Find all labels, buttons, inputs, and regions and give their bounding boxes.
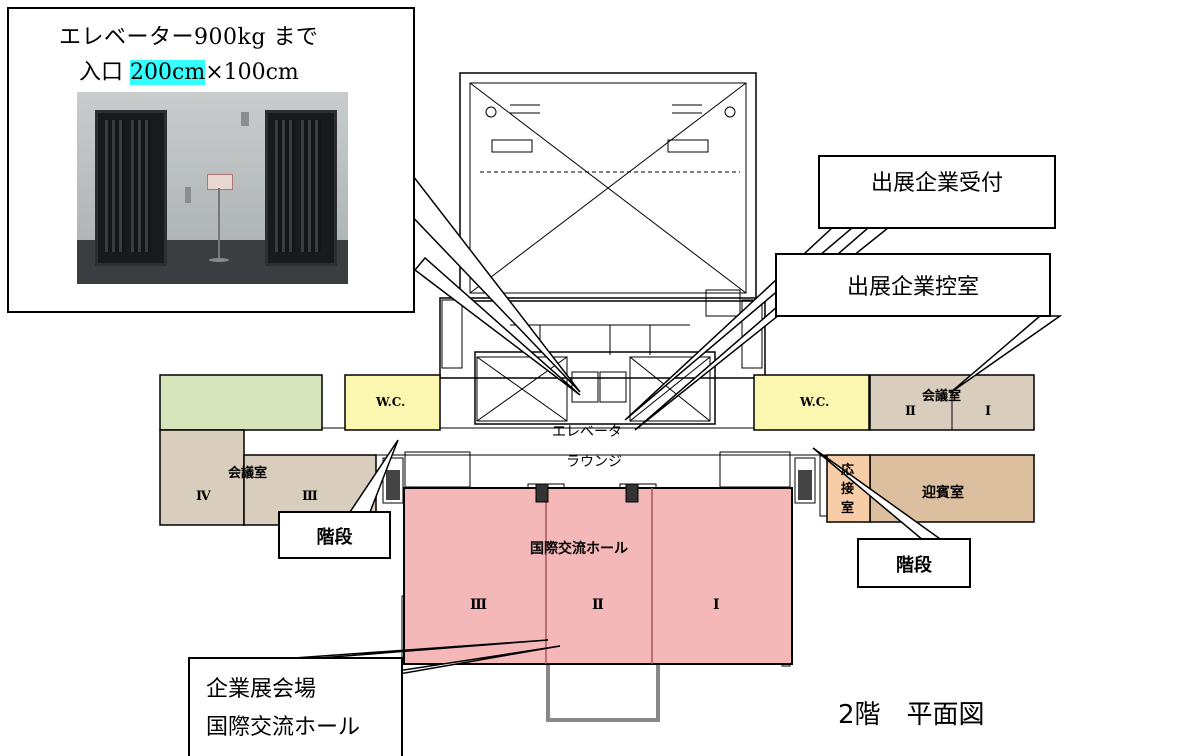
conference-left-iii-label: Ⅲ	[302, 489, 318, 504]
entrance-prefix: 入口	[79, 60, 130, 85]
conference-right-label: 会議室	[922, 389, 962, 404]
guest-room-label: 迎賓室	[922, 485, 964, 501]
entrance-suffix: ×100cm	[205, 60, 299, 85]
reception-room-label-2: 接	[841, 482, 855, 497]
elevator-label: エレベータ	[552, 424, 622, 440]
elevator-photo	[77, 92, 348, 284]
conference-room-iv	[159, 429, 245, 526]
upper-hall-outline	[459, 72, 757, 302]
stairs-right-callout: 階段	[857, 538, 971, 588]
venue-line-1: 企業展会場	[206, 677, 317, 702]
wc-left	[344, 374, 441, 431]
conference-left-label: 会議室	[228, 466, 268, 481]
hall-i-label: Ⅰ	[713, 597, 720, 613]
wc-left-label: W.C.	[376, 395, 406, 409]
venue-line-2: 国際交流ホール	[206, 715, 361, 740]
conference-right-ii-label: Ⅱ	[905, 404, 916, 419]
hall-ii-label: Ⅱ	[592, 597, 604, 613]
stairs-left-callout: 階段	[278, 511, 391, 559]
conference-left-iv-label: Ⅳ	[196, 489, 211, 504]
floor-plan-title: 2階 平面図	[838, 700, 985, 730]
exhibitor-waiting-label: 出展企業控室	[846, 275, 979, 300]
reception-room-label-3: 室	[841, 501, 855, 516]
wc-right	[753, 374, 870, 431]
exhibitor-reception-callout: 出展企業受付	[818, 155, 1056, 229]
exhibitor-reception-label: 出展企業受付	[870, 171, 1003, 196]
entrance-width-highlight: 200cm	[130, 60, 206, 85]
conference-right-i-label: Ⅰ	[985, 404, 992, 419]
international-exchange-hall	[403, 487, 793, 665]
venue-callout: 企業展会場 国際交流ホール	[188, 657, 403, 756]
elevator-pointer-lower	[413, 256, 581, 396]
wc-right-label: W.C.	[800, 395, 830, 409]
hall-label: 国際交流ホール	[530, 541, 628, 557]
lounge-label: ラウンジ	[566, 454, 622, 470]
stairs-right-label: 階段	[896, 555, 932, 576]
hall-iii-label: Ⅲ	[470, 597, 488, 613]
reception-room-label-1: 応	[841, 463, 855, 478]
exhibitor-waiting-callout: 出展企業控室	[775, 253, 1051, 317]
green-room	[159, 374, 323, 431]
elevator-capacity-text: エレベーター900kg まで	[59, 25, 319, 50]
elevator-entrance-text: 入口 200cm×100cm	[79, 54, 299, 86]
stairs-left-label: 階段	[316, 527, 353, 548]
